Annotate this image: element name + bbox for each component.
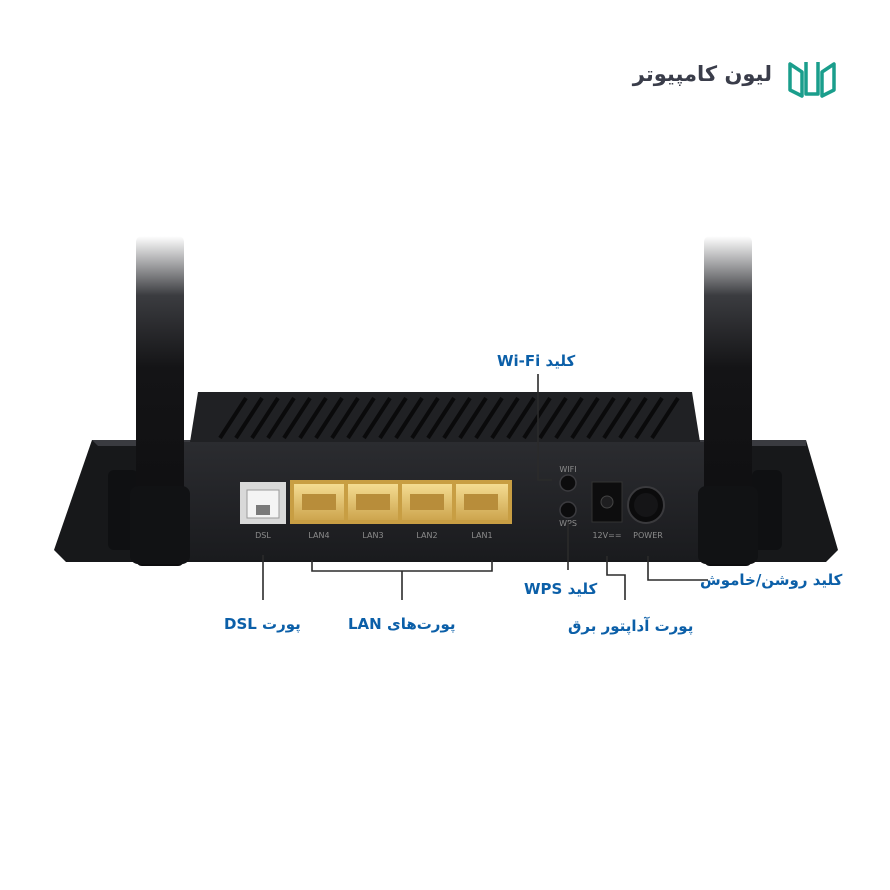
leader-lines	[262, 374, 708, 600]
label-power-in: 12V==	[592, 531, 621, 540]
brand-name: لیون کامپیوتر	[632, 62, 772, 86]
lan-port-2	[402, 484, 452, 520]
lan-port-3	[348, 484, 398, 520]
lan-port-4	[294, 484, 344, 520]
leader-power-switch	[647, 556, 708, 581]
brand-logo: لیون کامپیوتر	[604, 56, 844, 102]
power-jack	[591, 481, 623, 523]
lan-port-1	[456, 484, 508, 520]
callout-wps-key: کلید WPS	[524, 580, 598, 598]
callout-dsl-port: پورت DSL	[224, 615, 301, 633]
lan-port-block	[290, 480, 512, 524]
label-lan3: LAN3	[362, 531, 383, 540]
label-power: POWER	[633, 531, 663, 540]
dsl-port	[240, 482, 286, 524]
power-switch	[627, 486, 665, 524]
wps-button	[559, 501, 577, 519]
callout-power-adapter-port: پورت آداپتور برق	[568, 617, 694, 635]
brand-mark-icon	[788, 62, 836, 98]
callout-power-switch: کلید روشن/خاموش	[700, 571, 843, 589]
label-lan4: LAN4	[308, 531, 329, 540]
right-antenna	[698, 236, 758, 566]
label-dsl: DSL	[255, 531, 271, 540]
left-antenna	[130, 236, 190, 566]
wifi-button	[559, 474, 577, 492]
callout-wifi-key: کلید Wi-Fi	[497, 352, 576, 370]
callout-lan-ports: پورت‌های LAN	[348, 615, 456, 633]
label-lan1: LAN1	[471, 531, 492, 540]
router-top-vent	[190, 392, 700, 442]
leader-wifi	[537, 374, 552, 481]
label-lan2: LAN2	[416, 531, 437, 540]
leader-power-adapter	[606, 556, 626, 600]
label-wifi: WIFI	[559, 465, 576, 474]
